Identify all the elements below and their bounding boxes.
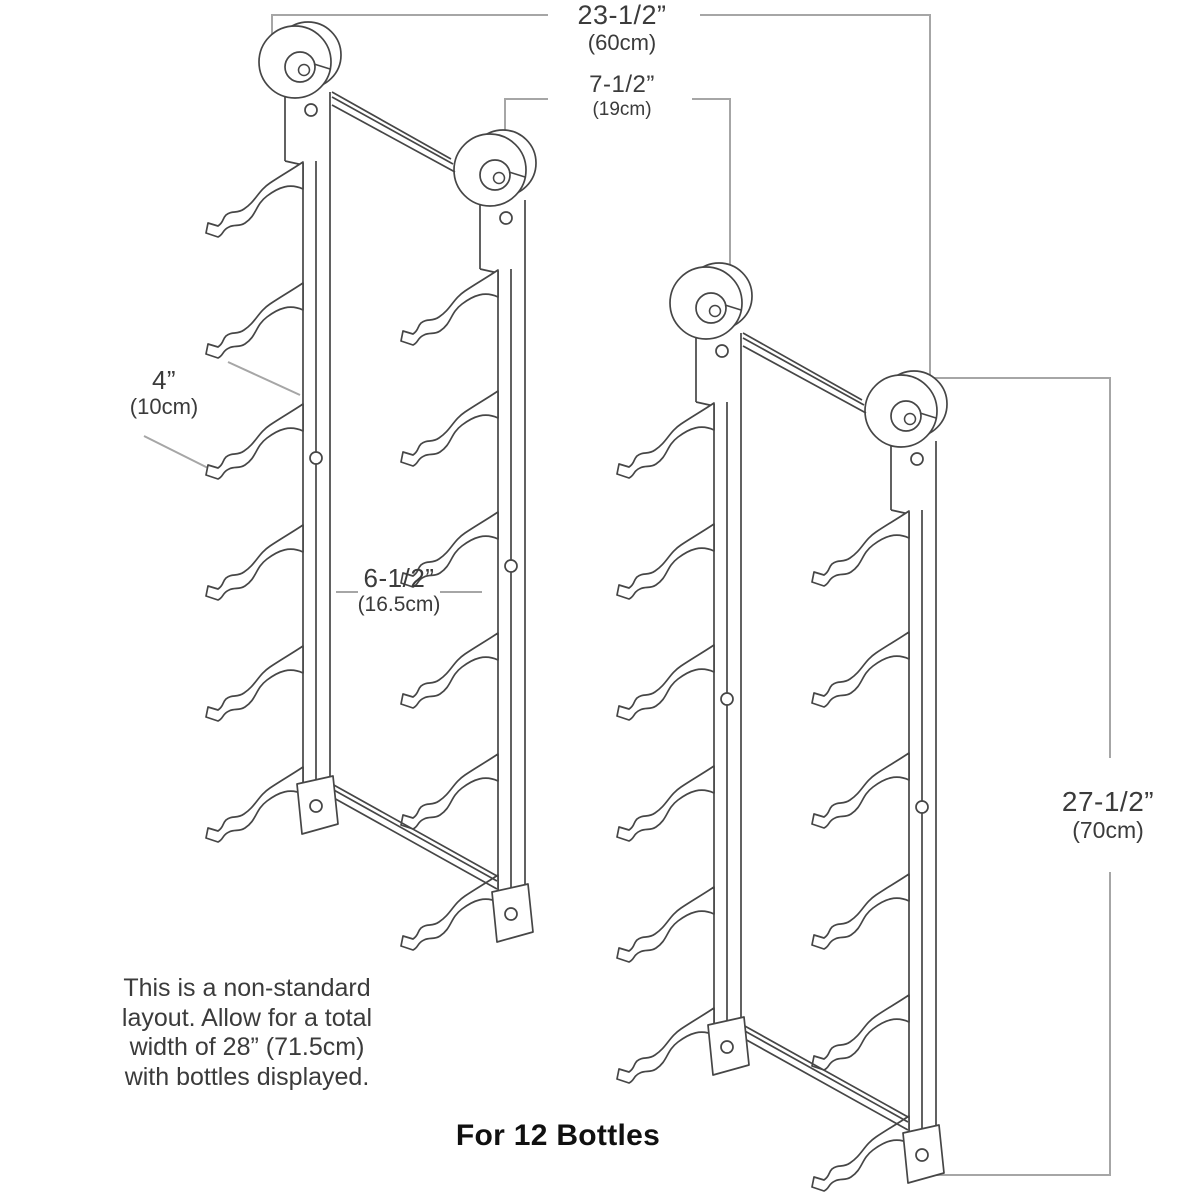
rack-height-dimension-label: 27-1/2” (70cm) bbox=[1013, 786, 1200, 844]
overall-width-imperial: 23-1/2” bbox=[577, 0, 667, 30]
rack-right bbox=[617, 263, 947, 1191]
overall-width-dimension-label: 23-1/2” (60cm) bbox=[512, 1, 732, 56]
layout-note: This is a non-standard layout. Allow for… bbox=[86, 974, 408, 1092]
rack-height-imperial: 27-1/2” bbox=[1061, 786, 1155, 817]
dim-line-gap-left bbox=[504, 98, 548, 134]
overall-width-metric: (60cm) bbox=[587, 30, 657, 55]
rail-spacing-metric: (16.5cm) bbox=[357, 593, 441, 616]
gap-width-metric: (19cm) bbox=[592, 99, 652, 120]
dim-line-gap-right bbox=[692, 98, 731, 272]
gap-width-dimension-label: 7-1/2” (19cm) bbox=[522, 72, 722, 121]
gap-width-imperial: 7-1/2” bbox=[589, 71, 655, 98]
dim-line-overall-width-left bbox=[271, 14, 548, 40]
dim-line-height-top bbox=[905, 377, 1111, 758]
dim-line-height-bottom bbox=[920, 872, 1111, 1176]
layout-note-line: This is a non-standard bbox=[123, 974, 371, 1002]
cradle-depth-imperial: 4” bbox=[151, 365, 177, 395]
layout-note-line: width of 28” (71.5cm) bbox=[129, 1033, 365, 1061]
bottle-count-caption: For 12 Bottles bbox=[455, 1119, 661, 1152]
rail-spacing-dimension-label: 6-1/2” (16.5cm) bbox=[309, 564, 489, 617]
rail-spacing-imperial: 6-1/2” bbox=[363, 563, 435, 593]
dim-leader-depth-lower bbox=[143, 435, 209, 469]
cradle-depth-dimension-label: 4” (10cm) bbox=[84, 366, 244, 420]
cradle-depth-metric: (10cm) bbox=[129, 394, 199, 419]
layout-note-line: layout. Allow for a total bbox=[121, 1003, 373, 1032]
dim-line-overall-width-right bbox=[700, 14, 931, 390]
dim-leader-depth-upper bbox=[227, 361, 301, 396]
rack-height-metric: (70cm) bbox=[1072, 817, 1144, 843]
dimension-lines bbox=[143, 14, 1111, 1176]
rack-left bbox=[206, 22, 536, 950]
layout-note-line: with bottles displayed. bbox=[124, 1062, 370, 1091]
